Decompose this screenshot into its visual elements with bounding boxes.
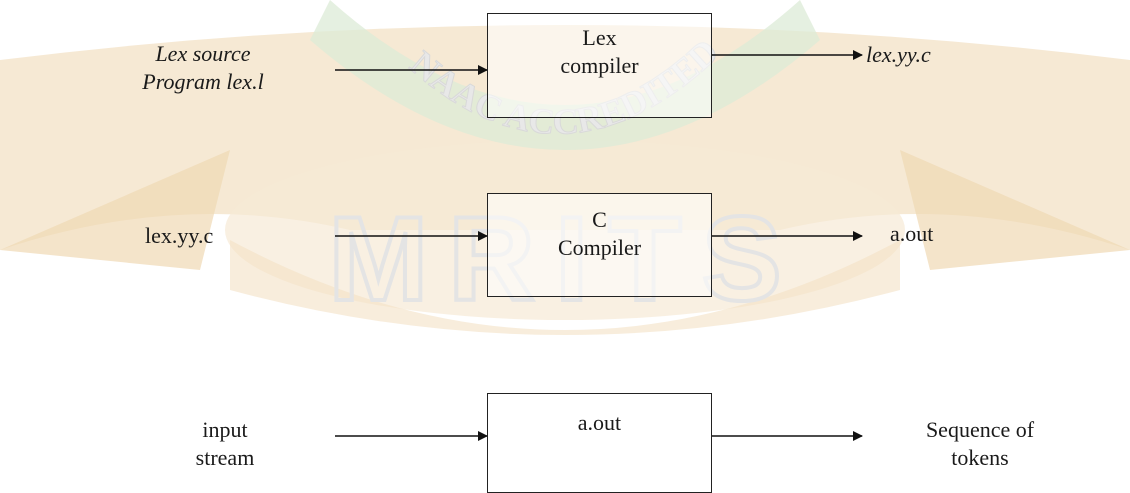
c-compiler-label: C Compiler: [488, 206, 711, 262]
lex-yy-c-input-label: lex.yy.c: [145, 222, 213, 250]
lex-yy-c-output-text: lex.yy.c: [866, 42, 931, 67]
a-out-box: a.out: [487, 393, 712, 493]
lex-compiler-box: Lex compiler: [487, 13, 712, 118]
a-out-box-label: a.out: [488, 409, 711, 437]
input-stream-line-1: input: [170, 416, 280, 444]
c-compiler-box: C Compiler: [487, 193, 712, 297]
input-stream-line-2: stream: [170, 444, 280, 472]
lex-yy-c-output-label: lex.yy.c: [866, 41, 931, 69]
a-out-box-text: a.out: [488, 409, 711, 437]
c-compiler-line-2: Compiler: [488, 234, 711, 262]
sequence-of-tokens-line-2: tokens: [905, 444, 1055, 472]
a-out-output-label: a.out: [890, 220, 933, 248]
input-stream-label: input stream: [170, 416, 280, 472]
lex-source-line: Lex source: [118, 40, 288, 68]
lex-program-line: Program lex.l: [118, 68, 288, 96]
c-compiler-line-1: C: [488, 206, 711, 234]
lex-compiler-label: Lex compiler: [488, 24, 711, 80]
lex-yy-c-input-text: lex.yy.c: [145, 223, 213, 248]
a-out-output-text: a.out: [890, 221, 933, 246]
lex-source-program-label: Lex source Program lex.l: [118, 40, 288, 96]
sequence-of-tokens-line-1: Sequence of: [905, 416, 1055, 444]
lex-compiler-line-1: Lex: [488, 24, 711, 52]
sequence-of-tokens-label: Sequence of tokens: [905, 416, 1055, 472]
lex-compiler-line-2: compiler: [488, 52, 711, 80]
